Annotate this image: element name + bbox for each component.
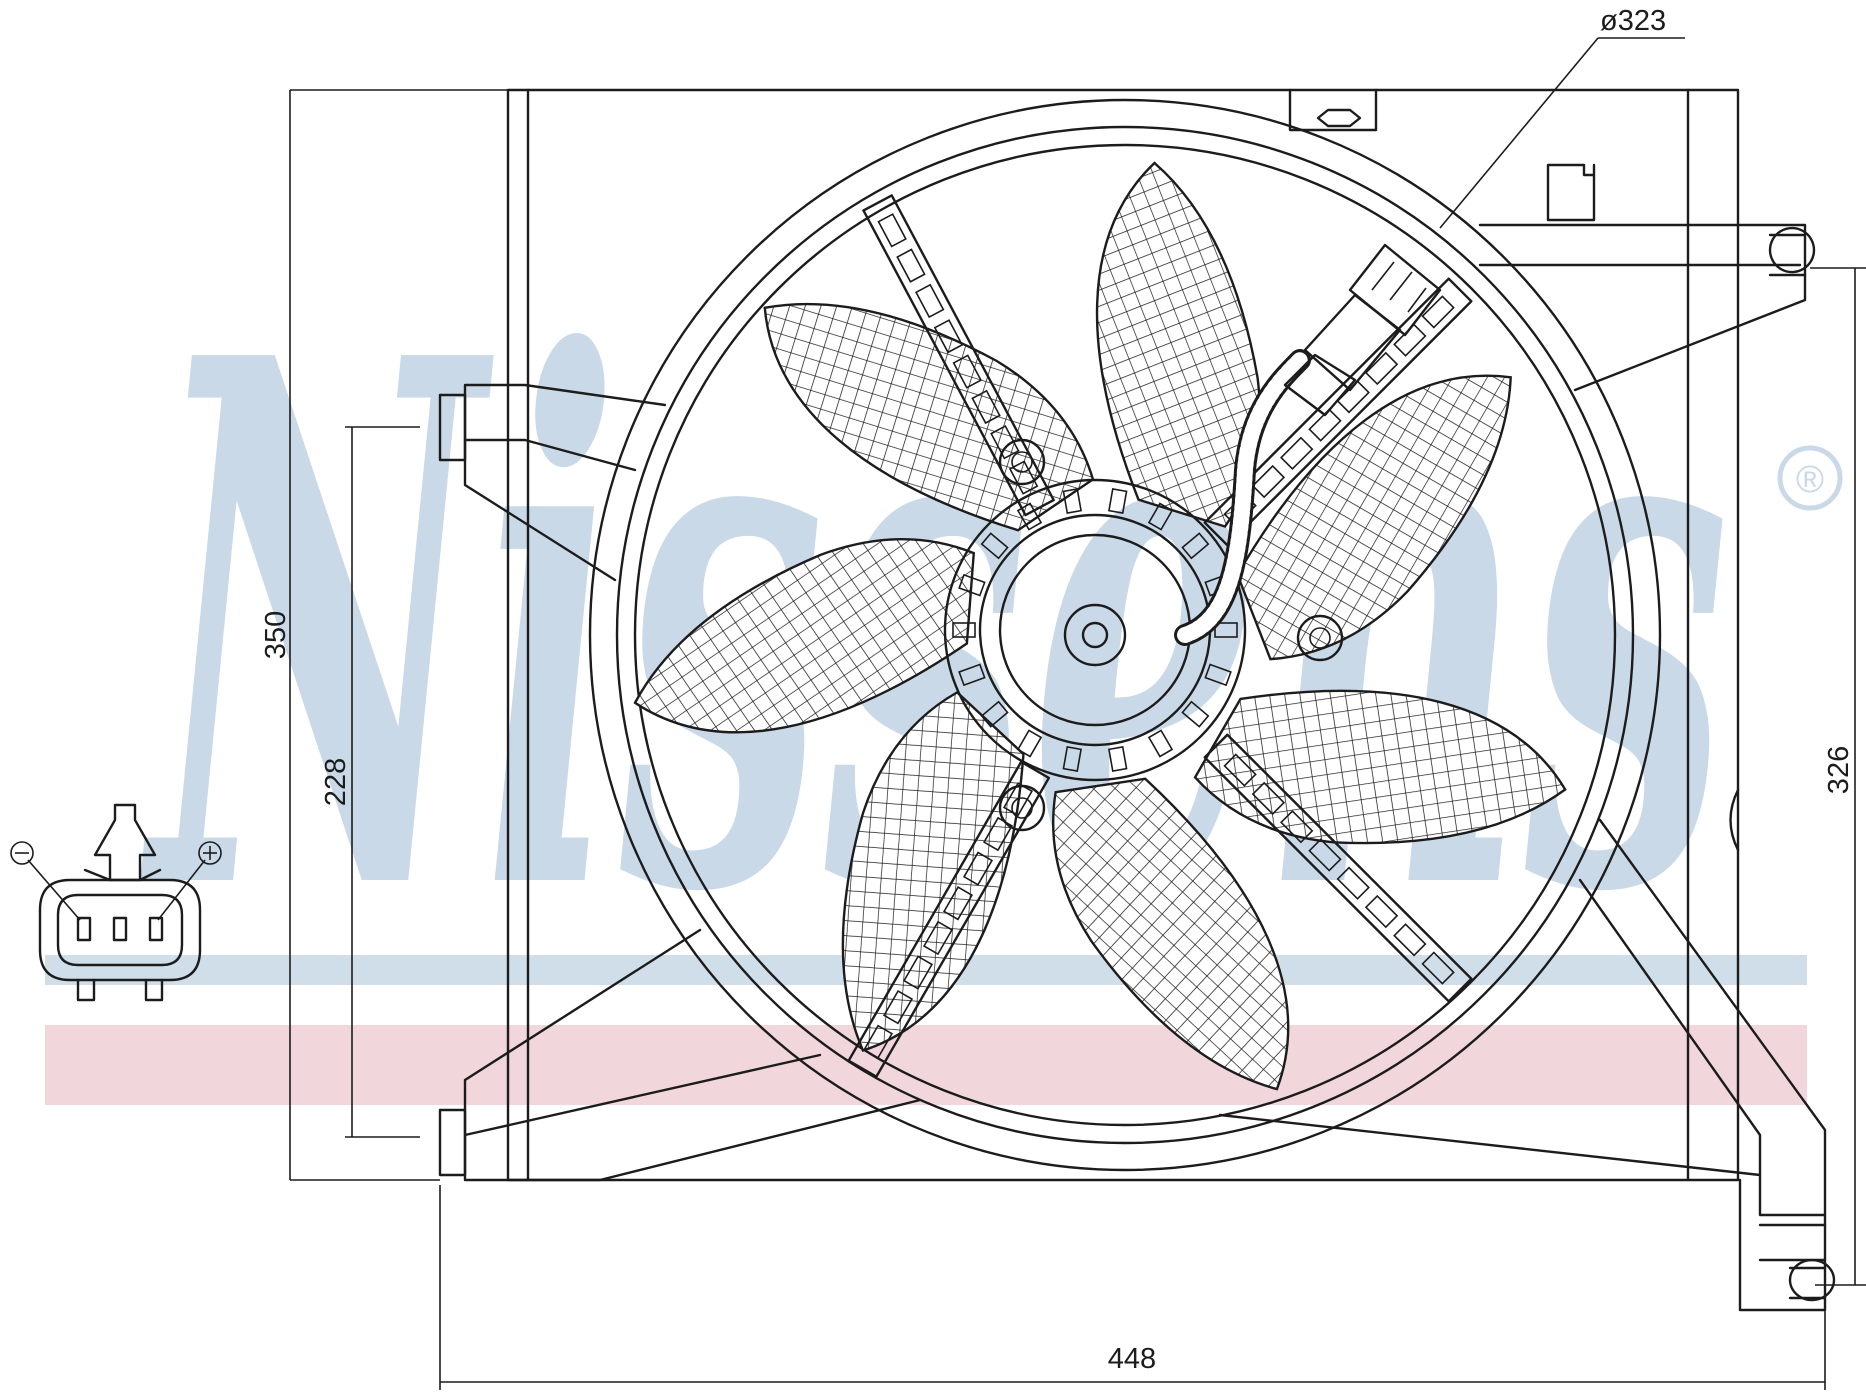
- diameter-dimension: ø323: [1600, 5, 1666, 37]
- two-pin-connector-icon: ⊖ ⊕: [10, 803, 222, 1002]
- fan-blade: [1236, 374, 1512, 661]
- width-dimension: 448: [1108, 1343, 1156, 1375]
- height-dimension: 350: [260, 611, 292, 659]
- right-spacing-dimension: 326: [1823, 746, 1855, 794]
- registered-mark: ®: [1796, 459, 1824, 501]
- spoke: [1203, 733, 1473, 1003]
- right-upper-bracket: [1478, 223, 1807, 392]
- fan-blade: [633, 538, 976, 734]
- spoke: [862, 194, 1055, 517]
- fan-blade: [1193, 689, 1567, 845]
- fan-blades: [633, 161, 1567, 1091]
- dimension-lines: 350 228 326 448 ø323: [260, 5, 1866, 1390]
- motor-cable: [1174, 243, 1442, 646]
- shroud-frame: [438, 88, 1836, 1312]
- fan-shroud-ring: [588, 98, 1662, 1172]
- red-band: [45, 1025, 1807, 1105]
- fan-blade: [1052, 777, 1290, 1091]
- left-spacing-dimension: 228: [320, 758, 352, 806]
- registered-icon: ®: [1777, 445, 1843, 511]
- fan-blade: [841, 690, 1025, 1052]
- fan-blade: [763, 302, 1095, 532]
- motor-hub: [943, 438, 1344, 832]
- mount-bolt-icon: [998, 438, 1344, 832]
- hub-center: [1063, 603, 1127, 667]
- support-spokes: [847, 194, 1473, 1078]
- frame-outline: [506, 88, 1740, 1182]
